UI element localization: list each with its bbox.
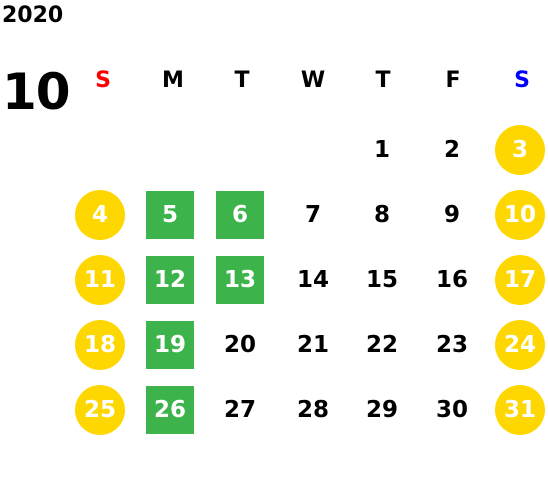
- calendar-day-15[interactable]: 15: [357, 255, 407, 305]
- calendar-day-12[interactable]: 12: [145, 255, 195, 305]
- calendar-day-17[interactable]: 17: [495, 255, 545, 305]
- calendar-day-label: 7: [304, 202, 321, 228]
- holiday-highlight: [146, 256, 194, 304]
- calendar-day-19[interactable]: 19: [145, 320, 195, 370]
- calendar-day-label: 3: [511, 137, 528, 163]
- holiday-highlight: [146, 191, 194, 239]
- calendar-day-18[interactable]: 18: [75, 320, 125, 370]
- calendar-day-label: 23: [435, 332, 468, 358]
- calendar-day-label: 21: [296, 332, 329, 358]
- calendar-day-label: 17: [503, 267, 536, 293]
- calendar-day-label: 5: [161, 202, 178, 228]
- calendar-day-label: 22: [365, 332, 398, 358]
- calendar-day-20[interactable]: 20: [215, 320, 265, 370]
- weekday-header-tue: T: [234, 68, 250, 93]
- calendar-day-9[interactable]: 9: [427, 190, 477, 240]
- calendar-day-label: 24: [503, 332, 536, 358]
- calendar-day-label: 12: [153, 267, 186, 293]
- calendar-day-28[interactable]: 28: [288, 385, 338, 435]
- calendar-day-21[interactable]: 21: [288, 320, 338, 370]
- calendar-day-label: 28: [296, 397, 329, 423]
- calendar-day-23[interactable]: 23: [427, 320, 477, 370]
- calendar-day-5[interactable]: 5: [145, 190, 195, 240]
- calendar-day-25[interactable]: 25: [75, 385, 125, 435]
- calendar-day-10[interactable]: 10: [495, 190, 545, 240]
- calendar-day-31[interactable]: 31: [495, 385, 545, 435]
- calendar-day-label: 1: [373, 137, 390, 163]
- calendar-day-label: 6: [231, 202, 248, 228]
- holiday-highlight: [146, 386, 194, 434]
- calendar-day-22[interactable]: 22: [357, 320, 407, 370]
- calendar-month: 10: [2, 63, 71, 121]
- calendar-day-29[interactable]: 29: [357, 385, 407, 435]
- calendar-day-label: 31: [503, 397, 536, 423]
- calendar-day-label: 13: [223, 267, 256, 293]
- holiday-highlight: [216, 191, 264, 239]
- weekday-header-fri: F: [445, 68, 461, 93]
- calendar-day-14[interactable]: 14: [288, 255, 338, 305]
- calendar-day-label: 27: [223, 397, 256, 423]
- calendar-day-8[interactable]: 8: [357, 190, 407, 240]
- calendar-day-26[interactable]: 26: [145, 385, 195, 435]
- calendar-day-label: 4: [91, 202, 108, 228]
- weekday-header-sun: S: [95, 68, 111, 93]
- calendar-day-label: 30: [435, 397, 468, 423]
- calendar-day-label: 16: [435, 267, 468, 293]
- calendar-day-label: 29: [365, 397, 398, 423]
- calendar-year: 2020: [2, 3, 64, 28]
- weekday-header-thu: T: [375, 68, 391, 93]
- calendar-day-label: 8: [373, 202, 390, 228]
- weekday-header-wed: W: [300, 68, 326, 93]
- weekday-header-mon: M: [162, 68, 184, 93]
- calendar-day-30[interactable]: 30: [427, 385, 477, 435]
- calendar-day-2[interactable]: 2: [427, 125, 477, 175]
- calendar-day-4[interactable]: 4: [75, 190, 125, 240]
- calendar-day-label: 20: [223, 332, 256, 358]
- calendar-day-label: 18: [83, 332, 116, 358]
- holiday-highlight: [216, 256, 264, 304]
- calendar-day-label: 19: [153, 332, 186, 358]
- calendar-day-label: 9: [443, 202, 460, 228]
- holiday-highlight: [146, 321, 194, 369]
- calendar-day-27[interactable]: 27: [215, 385, 265, 435]
- calendar-day-7[interactable]: 7: [288, 190, 338, 240]
- calendar-day-6[interactable]: 6: [215, 190, 265, 240]
- weekday-header-sat: S: [514, 68, 530, 93]
- calendar-day-label: 10: [503, 202, 536, 228]
- calendar-day-13[interactable]: 13: [215, 255, 265, 305]
- calendar-day-24[interactable]: 24: [495, 320, 545, 370]
- calendar-day-3[interactable]: 3: [495, 125, 545, 175]
- calendar-day-label: 25: [83, 397, 116, 423]
- calendar-day-16[interactable]: 16: [427, 255, 477, 305]
- calendar-day-label: 11: [83, 267, 116, 293]
- calendar-day-label: 2: [443, 137, 460, 163]
- calendar-day-label: 15: [365, 267, 398, 293]
- calendar-day-11[interactable]: 11: [75, 255, 125, 305]
- calendar-day-label: 26: [153, 397, 186, 423]
- calendar-day-1[interactable]: 1: [357, 125, 407, 175]
- calendar-day-label: 14: [296, 267, 329, 293]
